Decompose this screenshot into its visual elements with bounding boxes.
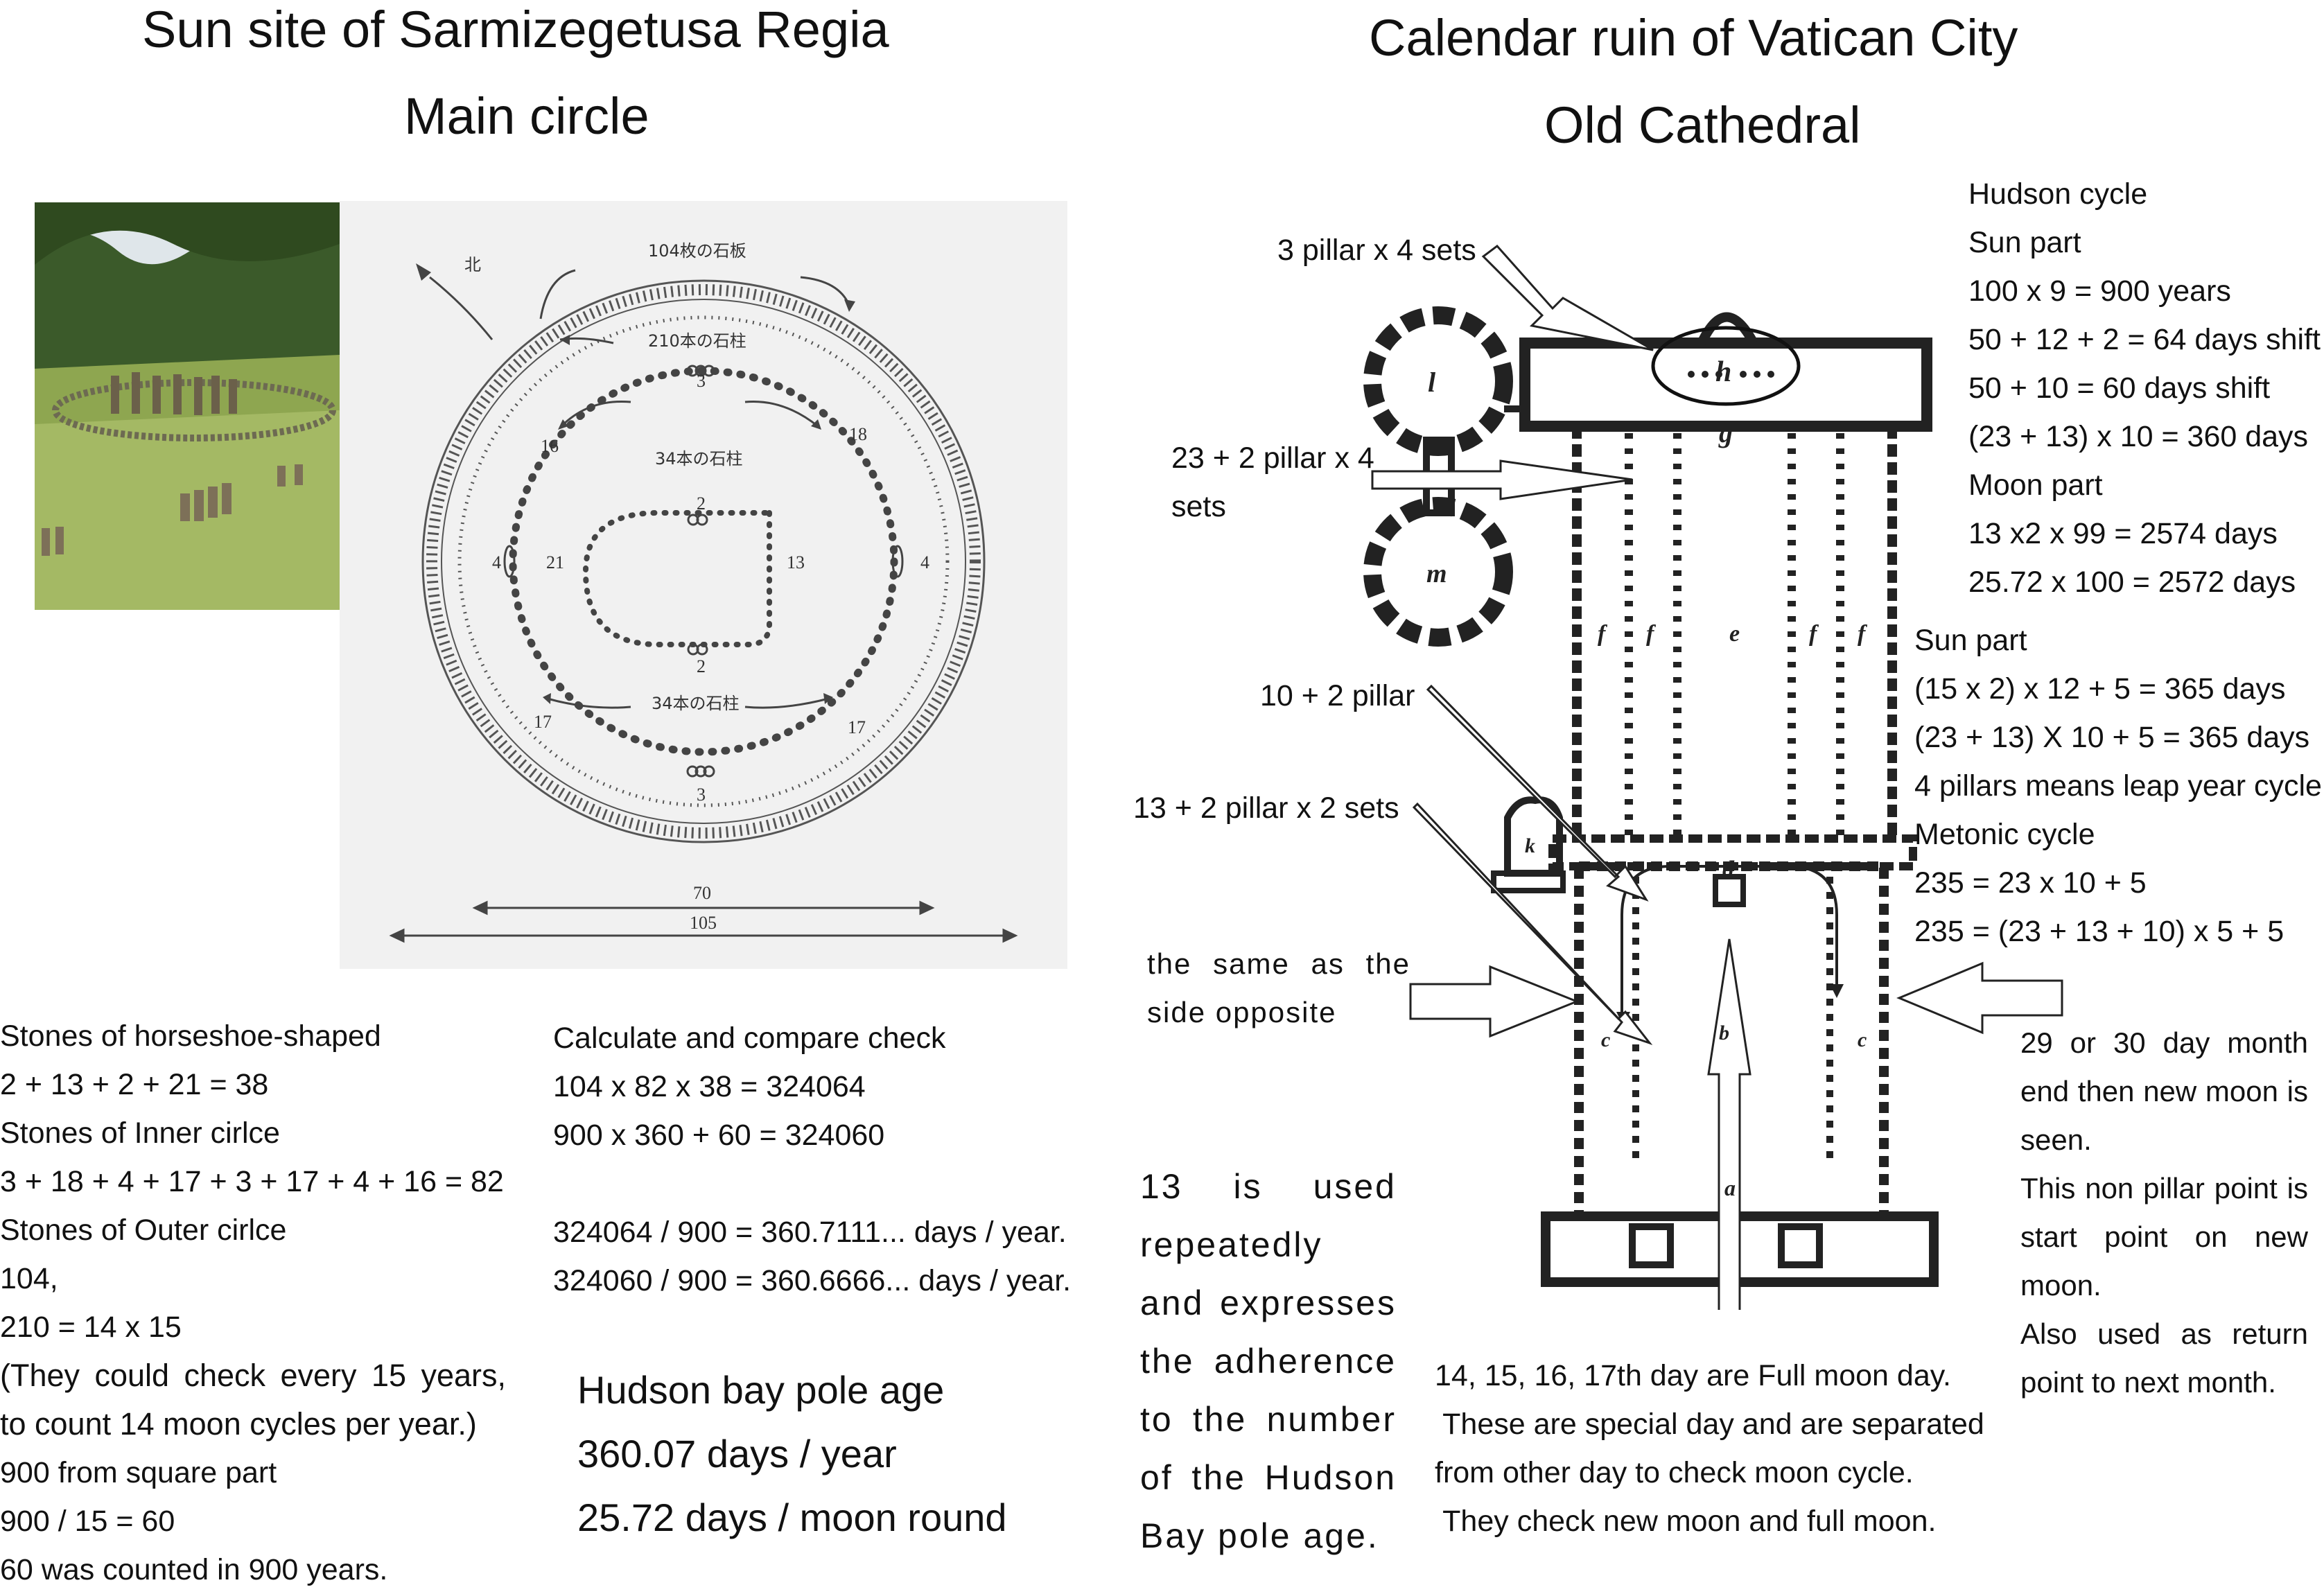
plan-label-l: l xyxy=(1428,367,1436,398)
sun-part-line: 235 = 23 x 10 + 5 xyxy=(1914,866,2147,900)
month-end-note: 29 or 30 day month end then new moon is … xyxy=(2020,1026,2308,1156)
count-21: 21 xyxy=(546,552,564,572)
plan-label-d: d xyxy=(1722,857,1735,882)
plan-label-e: e xyxy=(1729,621,1740,647)
hudson-bay-pole-block: Hudson bay pole age 360.07 days / year 2… xyxy=(577,1358,1007,1550)
calc-line: Calculate and compare check xyxy=(553,1022,946,1055)
full-moon-line: They check new moon and full moon. xyxy=(1435,1505,1937,1538)
old-cathedral-floor-plan: l m h g f f e f f k d c c b a xyxy=(1363,306,1939,1310)
dimension-105: 105 xyxy=(690,913,717,933)
note-line: 104, xyxy=(0,1262,58,1295)
plan-label-g: g xyxy=(1718,417,1733,448)
hudson-cycle-line: 50 + 12 + 2 = 64 days shift xyxy=(1968,323,2321,356)
note-line: 210 = 14 x 15 xyxy=(0,1311,182,1344)
callout-3-pillar: 3 pillar x 4 sets xyxy=(1277,234,1476,267)
hudson-cycle-line: 100 x 9 = 900 years xyxy=(1968,274,2231,308)
hudson-line: Hudson bay pole age xyxy=(577,1368,945,1412)
pillars-34-top-label: 34本の石柱 xyxy=(655,449,743,468)
calc-line: 104 x 82 x 38 = 324064 xyxy=(553,1070,866,1103)
calculation-block: Calculate and compare check 104 x 82 x 3… xyxy=(553,1014,1071,1305)
plan-label-f: f xyxy=(1858,621,1868,647)
sun-part-line: Metonic cycle xyxy=(1914,818,2095,851)
calc-line: 324060 / 900 = 360.6666... days / year. xyxy=(553,1264,1072,1297)
count-4-left: 4 xyxy=(492,552,501,572)
full-moon-note: 14, 15, 16, 17th day are Full moon day. … xyxy=(1435,1351,1984,1545)
sun-part-line: (23 + 13) X 10 + 5 = 365 days xyxy=(1914,721,2310,754)
hudson-cycle-line: 13 x2 x 99 = 2574 days xyxy=(1968,517,2278,550)
plan-label-c: c xyxy=(1601,1028,1610,1051)
return-point-note: Also used as return point to next month. xyxy=(2020,1317,2308,1399)
month-notes: 29 or 30 day month end then new moon is … xyxy=(2020,1019,2308,1407)
count-3-top: 3 xyxy=(697,371,706,391)
callout-13-2-pillar: 13 + 2 pillar x 2 sets xyxy=(1133,791,1399,825)
hudson-cycle-line: Hudson cycle xyxy=(1968,177,2148,211)
sun-part-line: 4 pillars means leap year cycle. xyxy=(1914,769,2324,803)
note-line: Stones of Inner cirlce xyxy=(0,1116,280,1150)
vatican-title: Calendar ruin of Vatican City xyxy=(1369,9,2018,67)
count-18: 18 xyxy=(849,424,867,444)
callout-23-2-pillar-sets: sets xyxy=(1171,490,1226,523)
plan-label-f: f xyxy=(1646,621,1657,647)
note-line: Stones of horseshoe-shaped xyxy=(0,1019,381,1053)
non-pillar-note: This non pillar point is start point on … xyxy=(2020,1172,2308,1302)
full-moon-line: from other day to check moon cycle. xyxy=(1435,1456,1914,1489)
count-2-bottom: 2 xyxy=(697,656,706,676)
plan-label-k: k xyxy=(1525,834,1535,857)
hudson-line: 25.72 days / moon round xyxy=(577,1496,1007,1539)
hudson-cycle-line: (23 + 13) x 10 = 360 days xyxy=(1968,420,2309,453)
old-cathedral-title: Old Cathedral xyxy=(1544,96,1861,154)
calc-line: 900 x 360 + 60 = 324060 xyxy=(553,1119,885,1152)
dimension-70: 70 xyxy=(693,883,711,903)
plan-label-a: a xyxy=(1724,1175,1736,1200)
callout-23-2-pillar: 23 + 2 pillar x 4 xyxy=(1171,441,1374,475)
count-3-bottom: 3 xyxy=(697,785,706,805)
plan-label-b: b xyxy=(1719,1022,1729,1044)
north-label: 北 xyxy=(464,255,481,274)
count-13: 13 xyxy=(787,552,805,572)
count-16: 16 xyxy=(541,436,559,456)
full-moon-line: These are special day and are separated xyxy=(1435,1408,1984,1441)
hudson-cycle-line: 25.72 x 100 = 2572 days xyxy=(1968,566,2296,599)
stone-count-notes: Stones of horseshoe-shaped 2 + 13 + 2 + … xyxy=(0,1012,527,1594)
calc-line: 324064 / 900 = 360.7111... days / year. xyxy=(553,1216,1067,1249)
note-line: 2 + 13 + 2 + 21 = 38 xyxy=(0,1068,269,1101)
hudson-cycle-line: Sun part xyxy=(1968,226,2081,259)
note-line: Stones of Outer cirlce xyxy=(0,1214,287,1247)
sarmizegetusa-title: Sun site of Sarmizegetusa Regia xyxy=(142,1,889,58)
hudson-line: 360.07 days / year xyxy=(577,1432,897,1475)
note-line: 900 from square part xyxy=(0,1456,277,1489)
count-17-left: 17 xyxy=(534,712,552,732)
sarmizegetusa-circle-diagram: 北 104枚の石板 210本の石柱 34本の石柱 34本の石柱 3 16 18 … xyxy=(340,201,1067,969)
hudson-cycle-block: Hudson cycle Sun part 100 x 9 = 900 year… xyxy=(1968,170,2321,606)
thirteen-note: 13 is used repeatedly and expresses the … xyxy=(1140,1167,1397,1555)
note-line: 900 / 15 = 60 xyxy=(0,1505,175,1538)
count-2-top: 2 xyxy=(697,493,706,514)
moon-cycle-note: (They could check every 15 years, to cou… xyxy=(0,1358,506,1442)
plan-label-f: f xyxy=(1809,621,1819,647)
plan-label-f: f xyxy=(1598,621,1608,647)
sun-part-line: (15 x 2) x 12 + 5 = 365 days xyxy=(1914,672,2286,706)
callout-10-2-pillar: 10 + 2 pillar xyxy=(1260,679,1415,712)
sun-part-line: Sun part xyxy=(1914,624,2027,657)
plan-label-h: h xyxy=(1715,356,1731,388)
plan-label-m: m xyxy=(1426,559,1447,588)
count-4-right: 4 xyxy=(920,552,929,572)
note-line: 3 + 18 + 4 + 17 + 3 + 17 + 4 + 16 = 82 xyxy=(0,1165,504,1198)
sun-part-block: Sun part (15 x 2) x 12 + 5 = 365 days (2… xyxy=(1914,616,2324,956)
hudson-cycle-line: 50 + 10 = 60 days shift xyxy=(1968,371,2271,405)
landscape-photo-icon xyxy=(35,202,340,610)
count-17-right: 17 xyxy=(848,717,866,737)
pillars-34-bottom-label: 34本の石柱 xyxy=(652,694,740,713)
hudson-cycle-line: Moon part xyxy=(1968,468,2103,502)
sun-part-line: 235 = (23 + 13 + 10) x 5 + 5 xyxy=(1914,915,2284,948)
pillars-210-label: 210本の石柱 xyxy=(648,331,746,351)
outer-stones-label: 104枚の石板 xyxy=(648,241,746,261)
plan-label-c: c xyxy=(1858,1028,1867,1051)
note-line: 60 was counted in 900 years. xyxy=(0,1553,388,1586)
main-circle-title: Main circle xyxy=(404,87,649,145)
full-moon-line: 14, 15, 16, 17th day are Full moon day. xyxy=(1435,1359,1952,1392)
callout-same-side: the same as the side opposite xyxy=(1147,947,1410,1028)
